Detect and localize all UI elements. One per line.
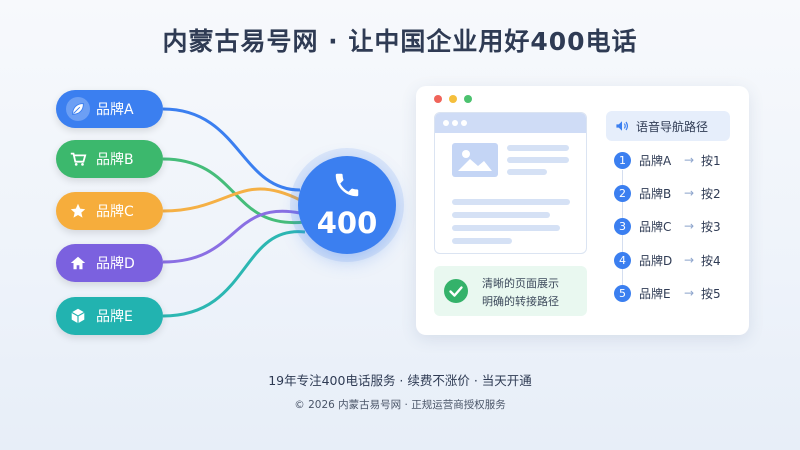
brand-label: 品牌C — [96, 204, 134, 220]
window-dot-yellow — [449, 95, 457, 103]
brand-pill-c[interactable]: 品牌C — [56, 192, 163, 230]
arrow-right-icon: → — [683, 186, 695, 200]
brand-pill-a[interactable]: 品牌A — [56, 90, 163, 128]
route-connector — [622, 170, 623, 300]
box-icon — [66, 304, 90, 328]
arrow-right-icon: → — [683, 219, 695, 233]
brand-pill-e[interactable]: 品牌E — [56, 297, 163, 335]
check-icon — [444, 279, 468, 303]
hotline-400-hub: 400 — [298, 156, 396, 254]
voice-nav-header: 语音导航路径 — [606, 111, 730, 141]
wire-brand-e — [162, 230, 306, 318]
wire-brand-d — [162, 209, 301, 264]
brand-label: 品牌D — [96, 256, 135, 272]
info-line-2: 明确的转接路径 — [482, 295, 559, 308]
star-icon — [66, 199, 90, 223]
wire-brand-c — [162, 187, 301, 213]
browser-bar — [435, 113, 586, 133]
cart-icon — [66, 147, 90, 171]
leaf-icon — [66, 97, 90, 121]
wire-brand-b — [162, 157, 306, 225]
arrow-right-icon: → — [683, 286, 695, 300]
arrow-right-icon: → — [683, 253, 695, 267]
image-placeholder-icon — [452, 143, 498, 177]
voice-nav-title: 语音导航路径 — [636, 119, 709, 134]
window-dot-red — [434, 95, 442, 103]
brand-label: 品牌B — [96, 152, 134, 168]
phone-icon — [335, 173, 359, 197]
page-mockup — [434, 112, 587, 254]
brand-label: 品牌E — [96, 309, 133, 325]
home-icon — [66, 251, 90, 275]
speaker-icon — [616, 121, 628, 131]
window-dot-green — [464, 95, 472, 103]
wire-brand-a — [162, 107, 301, 192]
footer-tagline: 19年专注400电话服务 · 续费不涨价 · 当天开通 — [268, 373, 532, 388]
arrow-right-icon: → — [683, 153, 695, 167]
page-title: 内蒙古易号网 · 让中国企业用好400电话 — [162, 27, 638, 56]
footer-copyright: © 2026 内蒙古易号网 · 正规运营商授权服务 — [294, 399, 506, 411]
hub-number: 400 — [316, 206, 378, 240]
brand-pill-b[interactable]: 品牌B — [56, 140, 163, 178]
brand-pill-d[interactable]: 品牌D — [56, 244, 163, 282]
info-line-1: 清晰的页面展示 — [482, 277, 559, 290]
brand-label: 品牌A — [96, 102, 134, 118]
info-box: 清晰的页面展示 明确的转接路径 — [434, 266, 587, 316]
